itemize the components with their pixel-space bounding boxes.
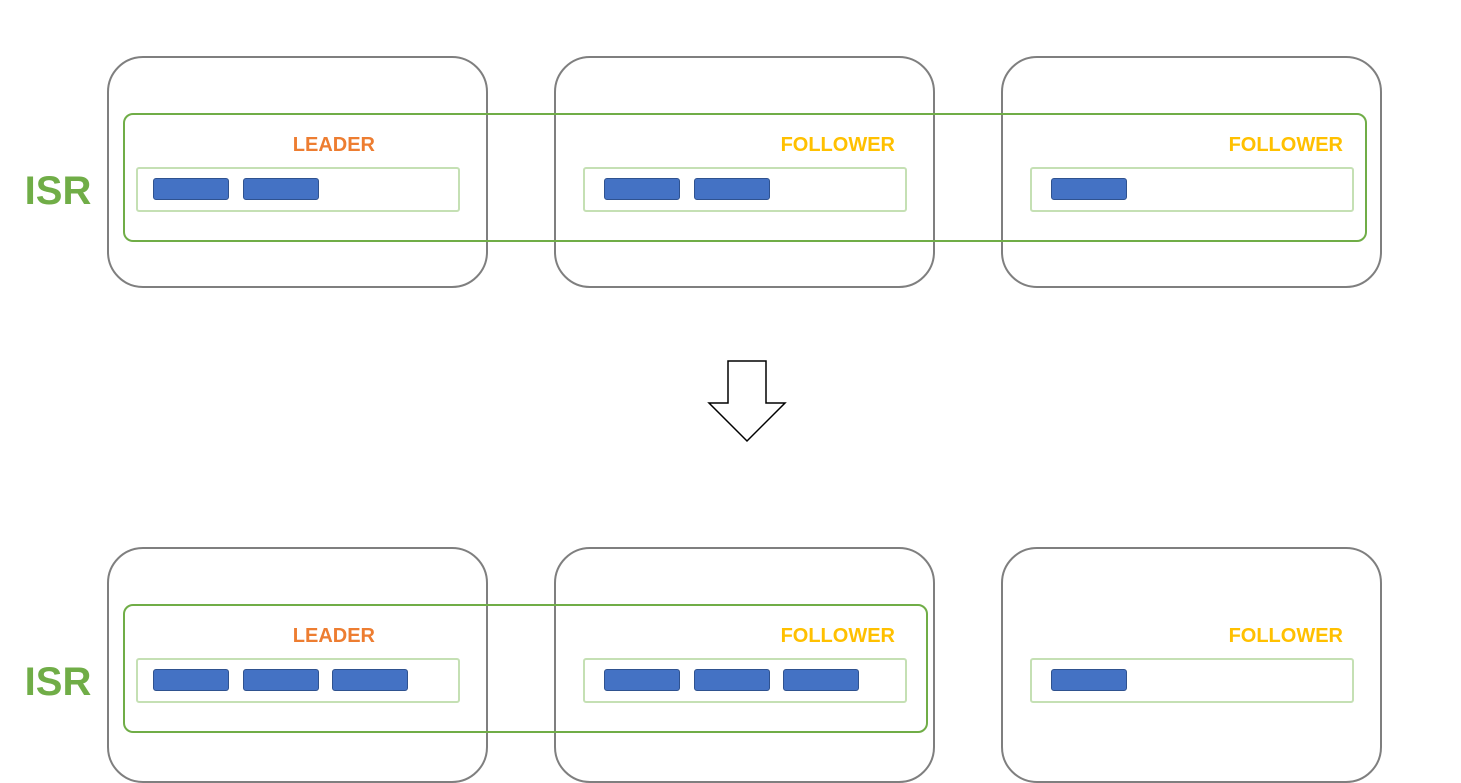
message-block bbox=[783, 669, 859, 691]
message-block bbox=[694, 178, 770, 200]
message-block bbox=[1051, 178, 1127, 200]
broker-3-after bbox=[1001, 547, 1382, 783]
message-block bbox=[243, 178, 319, 200]
log-broker-3-after bbox=[1030, 658, 1354, 703]
message-block bbox=[332, 669, 408, 691]
broker-1-before bbox=[107, 56, 488, 288]
message-block bbox=[153, 178, 229, 200]
message-block bbox=[153, 669, 229, 691]
role-label-broker-3-after: FOLLOWER bbox=[1228, 625, 1343, 647]
broker-2-before bbox=[554, 56, 935, 288]
broker-1-after bbox=[107, 547, 488, 783]
log-broker-1-before bbox=[136, 167, 460, 212]
message-block bbox=[604, 178, 680, 200]
role-label-broker-3-before: FOLLOWER bbox=[1228, 134, 1343, 156]
log-broker-1-after bbox=[136, 658, 460, 703]
isr-label-after: ISR bbox=[24, 660, 92, 704]
message-block bbox=[604, 669, 680, 691]
message-block bbox=[1051, 669, 1127, 691]
role-label-broker-1-after: LEADER bbox=[292, 625, 375, 647]
isr-label-before: ISR bbox=[24, 169, 92, 213]
log-broker-3-before bbox=[1030, 167, 1354, 212]
broker-2-after bbox=[554, 547, 935, 783]
log-broker-2-after bbox=[583, 658, 907, 703]
isr-group-after bbox=[123, 604, 928, 733]
role-label-broker-1-before: LEADER bbox=[292, 134, 375, 156]
log-broker-2-before bbox=[583, 167, 907, 212]
message-block bbox=[694, 669, 770, 691]
broker-3-before bbox=[1001, 56, 1382, 288]
role-label-broker-2-before: FOLLOWER bbox=[780, 134, 895, 156]
role-label-broker-2-after: FOLLOWER bbox=[780, 625, 895, 647]
message-block bbox=[243, 669, 319, 691]
isr-group-before bbox=[123, 113, 1367, 242]
down-arrow-icon bbox=[707, 360, 787, 443]
